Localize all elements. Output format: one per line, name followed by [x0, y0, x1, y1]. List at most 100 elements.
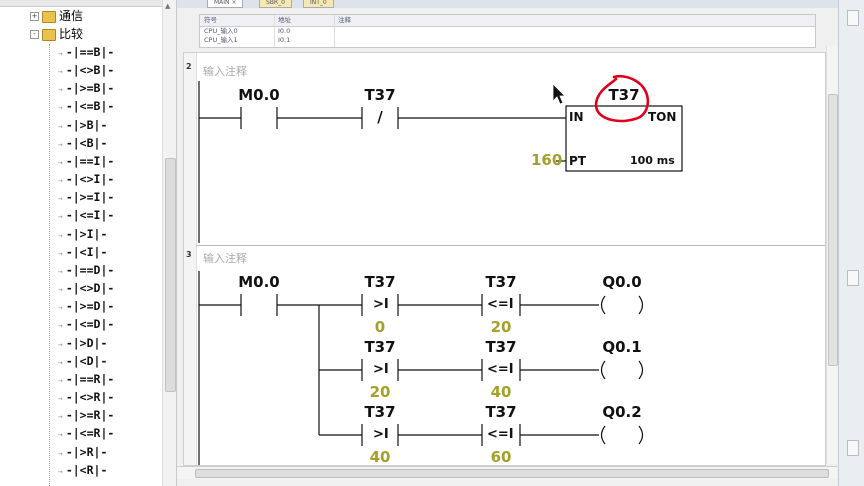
timer-preset-value[interactable]: 160: [531, 151, 563, 169]
compare-instruction-icon: →: [58, 140, 63, 149]
compare-op: >I: [373, 427, 389, 442]
expand-icon[interactable]: +: [30, 12, 39, 21]
compare-instruction-icon: →: [58, 449, 63, 458]
compare-value[interactable]: 20: [490, 318, 512, 336]
symbol-cell[interactable]: CPU_输入0: [204, 27, 238, 35]
tree-item[interactable]: →-|<=D|-: [58, 317, 115, 331]
compare-instruction-icon: →: [58, 85, 63, 94]
network-comment[interactable]: 输入注释: [203, 65, 247, 78]
address-cell[interactable]: I0.1: [278, 36, 291, 44]
tree-item[interactable]: →-|>=B|-: [58, 81, 115, 95]
network-gutter: [184, 53, 197, 465]
tree-item[interactable]: →-|<R|-: [58, 463, 108, 477]
vertical-scrollbar-thumb[interactable]: [828, 94, 838, 366]
tab-main[interactable]: MAIN ×: [207, 0, 244, 8]
tree-item[interactable]: →-|<>B|-: [58, 63, 115, 77]
compare-instruction-icon: →: [58, 412, 63, 421]
timer-name[interactable]: T37: [608, 86, 640, 104]
panel-control[interactable]: [847, 10, 859, 26]
compare-instruction-icon: →: [58, 358, 63, 367]
tree-item[interactable]: →-|>D|-: [58, 336, 108, 350]
timer-resolution: 100 ms: [630, 154, 675, 167]
tree-item[interactable]: →-|<D|-: [58, 354, 108, 368]
right-side-panel: [838, 0, 864, 486]
collapse-icon[interactable]: -: [30, 30, 39, 39]
tree-item[interactable]: →-|>I|-: [58, 227, 108, 241]
tree-scrollbar[interactable]: ▲: [162, 0, 176, 486]
compare-operand[interactable]: T37: [364, 403, 396, 421]
compare-value[interactable]: 60: [490, 448, 512, 466]
tree-item[interactable]: →-|<B|-: [58, 136, 108, 150]
contact-operand[interactable]: T37: [364, 86, 396, 104]
tree-folder-communication[interactable]: +通信: [30, 7, 83, 25]
tree-guide-line: [49, 44, 50, 486]
tree-item[interactable]: →-|<I|-: [58, 245, 108, 259]
horizontal-scrollbar[interactable]: [177, 466, 837, 479]
panel-control[interactable]: [847, 270, 859, 286]
network-separator: [196, 245, 825, 246]
compare-operand[interactable]: T37: [364, 273, 396, 291]
compare-operand[interactable]: T37: [485, 273, 517, 291]
tree-item[interactable]: →-|>R|-: [58, 445, 108, 459]
tree-item[interactable]: →-|<>I|-: [58, 172, 115, 186]
coil-operand[interactable]: Q0.2: [602, 403, 642, 421]
tree-item[interactable]: →-|>B|-: [58, 118, 108, 132]
compare-instruction-icon: →: [58, 103, 63, 112]
timer-type: TON: [648, 110, 677, 124]
tree-item[interactable]: →-|<=I|-: [58, 208, 115, 222]
tab-int0[interactable]: INT_0: [303, 0, 334, 8]
tree-item[interactable]: →-|>=R|-: [58, 408, 115, 422]
vertical-scrollbar[interactable]: [826, 46, 838, 464]
folder-icon: [42, 28, 56, 41]
contact-operand[interactable]: M0.0: [238, 86, 280, 104]
symbol-table-header: [200, 15, 815, 27]
tree-item[interactable]: →-|<=B|-: [58, 99, 115, 113]
compare-operand[interactable]: T37: [485, 338, 517, 356]
compare-value[interactable]: 0: [374, 318, 386, 336]
symbol-col-header: 符号: [204, 16, 217, 24]
tree-item[interactable]: →-|>=D|-: [58, 299, 115, 313]
tab-sbr0[interactable]: SBR_0: [259, 0, 292, 8]
coil-operand[interactable]: Q0.0: [602, 273, 642, 291]
annotation-circle: [594, 74, 650, 123]
compare-value[interactable]: 40: [369, 448, 391, 466]
scroll-up-icon[interactable]: ▲: [165, 2, 171, 10]
tree-item[interactable]: →-|<=R|-: [58, 426, 115, 440]
network-comment[interactable]: 输入注释: [203, 252, 247, 265]
compare-operand[interactable]: T37: [364, 338, 396, 356]
address-col-header: 地址: [278, 16, 291, 24]
compare-instruction-icon: →: [58, 467, 63, 476]
compare-op: <=I: [487, 297, 514, 312]
compare-instruction-icon: →: [58, 267, 63, 276]
compare-op: <=I: [487, 427, 514, 442]
compare-instruction-icon: →: [58, 321, 63, 330]
compare-instruction-icon: →: [58, 376, 63, 385]
folder-icon: [42, 10, 56, 23]
tree-item[interactable]: →-|<>D|-: [58, 281, 115, 295]
compare-instruction-icon: →: [58, 158, 63, 167]
contact-operand[interactable]: M0.0: [238, 273, 280, 291]
tree-item[interactable]: →-|==I|-: [58, 154, 115, 168]
tree-folder-compare[interactable]: -比较: [30, 25, 83, 43]
horizontal-scrollbar-thumb[interactable]: [195, 469, 829, 478]
panel-control[interactable]: [847, 440, 859, 456]
coil-operand[interactable]: Q0.1: [602, 338, 642, 356]
tree-item[interactable]: →-|==D|-: [58, 263, 115, 277]
tree-item[interactable]: →-|==R|-: [58, 372, 115, 386]
tree-toolbar: [0, 0, 176, 7]
compare-instruction-icon: →: [58, 49, 63, 58]
tree-item[interactable]: →-|<>R|-: [58, 390, 115, 404]
tree-scrollbar-thumb[interactable]: [165, 158, 176, 392]
tree-item[interactable]: →-|==B|-: [58, 45, 115, 59]
compare-operand[interactable]: T37: [485, 403, 517, 421]
compare-instruction-icon: →: [58, 231, 63, 240]
tree-item[interactable]: →-|>=I|-: [58, 190, 115, 204]
compare-value[interactable]: 40: [490, 383, 512, 401]
compare-instruction-icon: →: [58, 340, 63, 349]
compare-value[interactable]: 20: [369, 383, 391, 401]
compare-instruction-icon: →: [58, 67, 63, 76]
symbol-cell[interactable]: CPU_输入1: [204, 36, 238, 44]
address-cell[interactable]: I0.0: [278, 27, 291, 35]
timer-in-label: IN: [569, 110, 584, 124]
ladder-area[interactable]: 2 输入注释 M0.0 T37 / T37 IN TON PT 100 ms 1…: [183, 52, 826, 466]
